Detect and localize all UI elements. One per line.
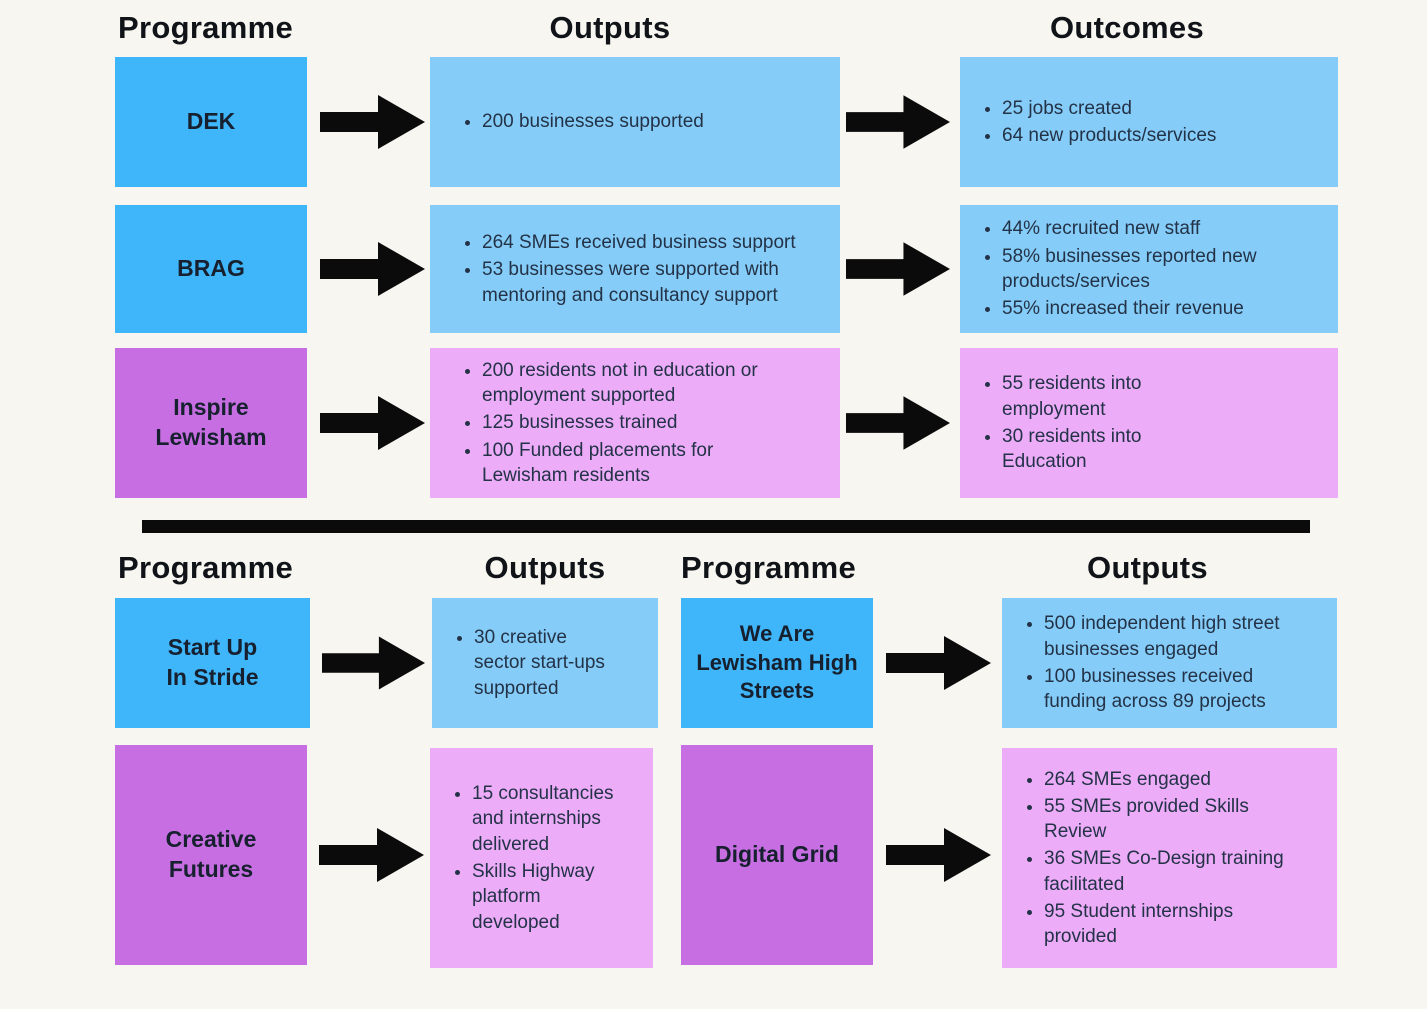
programme-box-brag: BRAG: [115, 205, 307, 333]
bullet-item: 15 consultancies and internships deliver…: [472, 781, 639, 857]
outputs-box-brag: 264 SMEs received business support53 bus…: [430, 205, 840, 333]
bullet-item: 264 SMEs engaged: [1044, 767, 1323, 792]
bullet-item: 100 businesses received funding across 8…: [1044, 664, 1323, 715]
programme-label-dek: DEK: [186, 108, 236, 135]
programme-box-digital-grid: Digital Grid: [681, 745, 873, 965]
outputs-box-creative-futures: 15 consultancies and internships deliver…: [430, 748, 653, 968]
outputs-box-digital-grid: 264 SMEs engaged55 SMEs provided Skills …: [1002, 748, 1337, 968]
bullet-item: 25 jobs created: [1002, 96, 1324, 121]
arrow-right-icon: [320, 89, 425, 155]
outputs-box-start-up-in-stride: 30 creative sector start-ups supported: [432, 598, 658, 728]
outputs-list-digital-grid: 264 SMEs engaged55 SMEs provided Skills …: [1002, 765, 1337, 952]
programme-label-we-are-lewisham-high-streets: We Are Lewisham High Streets: [696, 621, 858, 704]
bullet-item: 100 Funded placements for Lewisham resid…: [482, 438, 826, 489]
programme-label-creative-futures: Creative Futures: [165, 826, 257, 882]
bullet-item: 30 residents into Education: [1002, 424, 1324, 475]
arrow-right-icon: [320, 390, 425, 456]
arrow-right-icon: [318, 822, 425, 888]
bullet-item: 500 independent high street businesses e…: [1044, 611, 1323, 662]
outputs-list-dek: 200 businesses supported: [430, 107, 840, 136]
bullet-item: 55 SMEs provided Skills Review: [1044, 794, 1323, 845]
bullet-item: 200 businesses supported: [482, 109, 826, 134]
bullet-item: 200 residents not in education or employ…: [482, 358, 826, 409]
outputs-list-inspire-lewisham: 200 residents not in education or employ…: [430, 356, 840, 490]
arrow-right-icon: [322, 630, 425, 696]
section-divider: [142, 520, 1310, 533]
arrow-right-icon: [886, 630, 991, 696]
bullet-item: 58% businesses reported new products/ser…: [1002, 244, 1324, 295]
bullet-item: 125 businesses trained: [482, 410, 826, 435]
bottom-header-outputs-left: Outputs: [484, 550, 606, 585]
outcomes-box-dek: 25 jobs created64 new products/services: [960, 57, 1338, 187]
arrow-right-icon: [846, 89, 950, 155]
bullet-item: Skills Highway platform developed: [472, 859, 639, 935]
programme-box-dek: DEK: [115, 57, 307, 187]
bottom-header-programme-right: Programme: [681, 550, 856, 585]
top-header-outcomes: Outcomes: [1050, 10, 1204, 45]
outputs-box-we-are-lewisham-high-streets: 500 independent high street businesses e…: [1002, 598, 1337, 728]
outcomes-list-dek: 25 jobs created64 new products/services: [960, 94, 1338, 151]
outputs-list-start-up-in-stride: 30 creative sector start-ups supported: [432, 623, 658, 703]
programme-box-start-up-in-stride: Start Up In Stride: [115, 598, 310, 728]
bullet-item: 53 businesses were supported with mentor…: [482, 257, 826, 308]
bullet-item: 64 new products/services: [1002, 123, 1324, 148]
top-header-programme: Programme: [118, 10, 293, 45]
outputs-box-inspire-lewisham: 200 residents not in education or employ…: [430, 348, 840, 498]
bottom-header-programme-left: Programme: [118, 550, 293, 585]
outcomes-list-inspire-lewisham: 55 residents into employment30 residents…: [960, 369, 1338, 476]
programme-label-brag: BRAG: [177, 255, 245, 282]
outputs-box-dek: 200 businesses supported: [430, 57, 840, 187]
programme-box-inspire-lewisham: Inspire Lewisham: [115, 348, 307, 498]
programme-box-we-are-lewisham-high-streets: We Are Lewisham High Streets: [681, 598, 873, 728]
outputs-list-creative-futures: 15 consultancies and internships deliver…: [430, 779, 653, 937]
bullet-item: 44% recruited new staff: [1002, 216, 1324, 241]
arrow-right-icon: [846, 236, 950, 302]
bullet-item: 30 creative sector start-ups supported: [474, 625, 644, 701]
outcomes-box-inspire-lewisham: 55 residents into employment30 residents…: [960, 348, 1338, 498]
bullet-item: 95 Student internships provided: [1044, 899, 1323, 950]
top-header-outputs: Outputs: [549, 10, 671, 45]
outcomes-list-brag: 44% recruited new staff 58% businesses re…: [960, 214, 1338, 323]
programme-label-start-up-in-stride: Start Up In Stride: [166, 634, 259, 690]
bullet-item: 264 SMEs received business support: [482, 230, 826, 255]
outputs-list-we-are-lewisham-high-streets: 500 independent high street businesses e…: [1002, 609, 1337, 716]
bullet-item: 55% increased their revenue: [1002, 296, 1324, 321]
arrow-right-icon: [846, 390, 950, 456]
bullet-item: 36 SMEs Co-Design training facilitated: [1044, 846, 1323, 897]
programme-label-digital-grid: Digital Grid: [715, 841, 839, 868]
arrow-right-icon: [320, 236, 425, 302]
bottom-header-outputs-right: Outputs: [1087, 550, 1208, 585]
outcomes-box-brag: 44% recruited new staff 58% businesses re…: [960, 205, 1338, 333]
bullet-item: 55 residents into employment: [1002, 371, 1324, 422]
programme-label-inspire-lewisham: Inspire Lewisham: [155, 394, 267, 450]
programme-box-creative-futures: Creative Futures: [115, 745, 307, 965]
arrow-right-icon: [886, 822, 991, 888]
outputs-list-brag: 264 SMEs received business support53 bus…: [430, 228, 840, 310]
